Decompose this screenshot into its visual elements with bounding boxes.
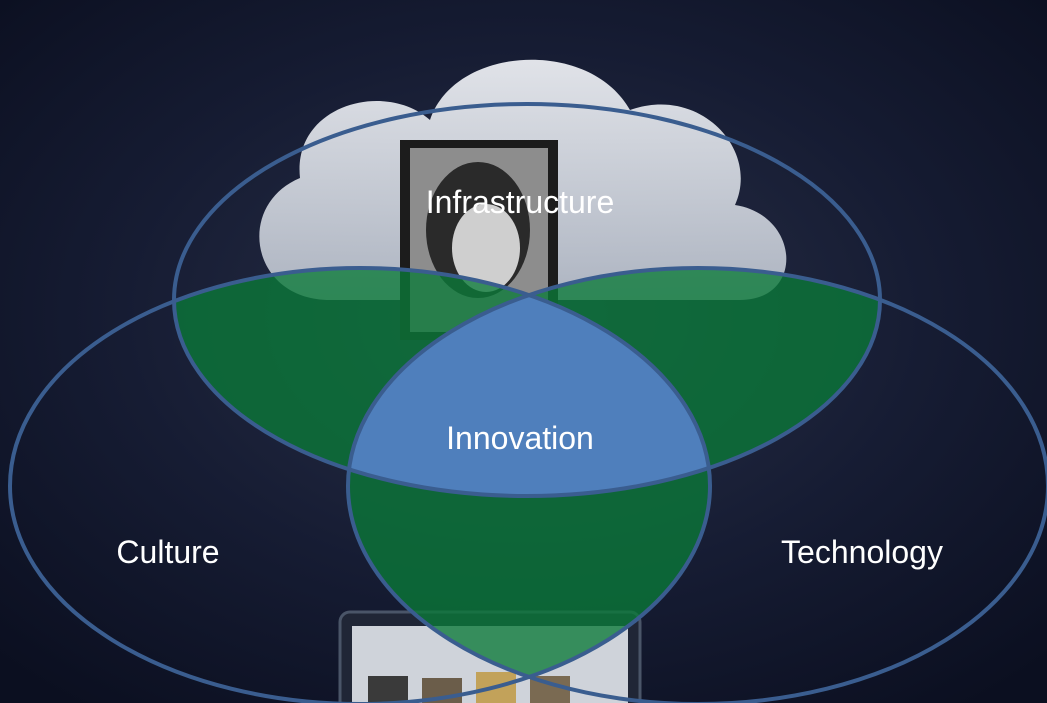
right-circle-label: Technology: [781, 534, 943, 570]
top-circle-label: Infrastructure: [425, 184, 615, 220]
ellipse-right: [346, 266, 1047, 703]
ellipse-left: [8, 266, 712, 703]
left-circle-label: Culture: [116, 534, 220, 570]
center-overlap-label: Innovation: [446, 420, 594, 456]
